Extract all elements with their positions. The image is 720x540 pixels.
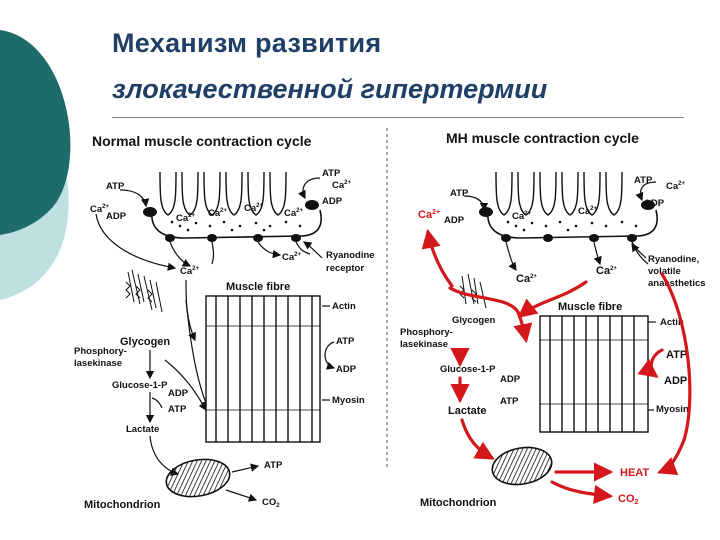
slide-title-line2: злокачественной гипертермии <box>112 74 548 104</box>
left-muscle-fibre: Muscle fibre <box>226 281 290 293</box>
right-adp-fibre: ADP <box>664 375 687 387</box>
left-ca-below-right: Ca2+ <box>282 252 301 263</box>
left-ca-sr1: Ca2+ <box>176 213 195 224</box>
left-co2: CO2 <box>262 497 280 509</box>
left-adp-left: ADP <box>106 211 127 222</box>
left-ca-sr4: Ca2+ <box>284 208 303 219</box>
left-sr-dots <box>170 220 302 232</box>
right-atp-fibre: ATP <box>666 349 687 361</box>
left-ca-left: Ca2+ <box>90 204 109 215</box>
left-atp-top-right: ATP <box>322 168 341 179</box>
left-atp-mito: ATP <box>264 460 283 471</box>
right-glycogen-granules <box>459 273 487 309</box>
right-t-tubules <box>495 171 623 216</box>
right-adp-top-right: ADP <box>644 198 665 209</box>
slide-title-line1: Механизм развития <box>112 28 382 58</box>
left-fibre-bundle <box>205 295 321 443</box>
left-receptor: receptor <box>326 263 364 274</box>
right-myosin: Myosin <box>656 404 689 415</box>
title-divider <box>112 117 684 118</box>
left-ca-sr2: Ca2+ <box>208 208 227 219</box>
right-sr-membrane <box>487 209 658 239</box>
left-actin: Actin <box>332 301 356 312</box>
teal-arc-dark <box>0 30 71 235</box>
right-ca-sr1: Ca2+ <box>512 211 531 222</box>
left-ca-top-right: Ca2+ <box>332 180 351 191</box>
left-glycogen: Glycogen <box>120 336 170 348</box>
left-ryanodine: Ryanodine <box>326 250 375 261</box>
left-ca-sr3: Ca2+ <box>244 203 263 214</box>
right-phosphorylase-1: Phosphory- <box>400 327 453 338</box>
left-myosin: Myosin <box>332 395 365 406</box>
right-lactate: Lactate <box>448 405 487 417</box>
right-ca-release1: Ca2+ <box>516 273 537 285</box>
left-glucose: Glucose-1-P <box>112 380 168 391</box>
left-lactate: Lactate <box>126 424 159 435</box>
right-red-arrows <box>421 228 692 504</box>
left-mitochondrion: Mitochondrion <box>84 499 161 511</box>
right-ryanodine-1: Ryanodine, <box>648 254 699 265</box>
left-t-tubules <box>159 171 287 216</box>
left-pumps <box>143 200 319 242</box>
right-glycogen: Glycogen <box>452 315 495 326</box>
left-mitochondrion-shape <box>165 458 231 498</box>
right-actin: Actin <box>660 317 684 328</box>
right-co2: CO2 <box>618 493 639 506</box>
right-mitochondrion: Mitochondrion <box>420 497 497 509</box>
left-adp-glu: ADP <box>168 388 189 399</box>
slide-decoration <box>0 30 71 300</box>
right-pumps <box>479 200 655 242</box>
right-ca-release2: Ca2+ <box>596 265 617 277</box>
right-sr-dots <box>506 220 638 232</box>
right-ryanodine-3: anaesthetics <box>648 278 706 289</box>
right-phosphorylase-2: lasekinase <box>400 339 448 350</box>
right-panel: MH muscle contraction cycle ATP Ca2+ AD <box>400 130 706 509</box>
right-heat: HEAT <box>620 467 649 479</box>
left-adp-top-right: ADP <box>322 196 343 207</box>
left-panel: Normal muscle contraction cycle <box>74 133 375 511</box>
left-glycogen-granules <box>125 269 163 313</box>
right-ca-left: Ca2+ <box>418 209 440 221</box>
left-arrows <box>95 177 323 410</box>
right-atp-glu: ATP <box>500 396 519 407</box>
left-heading: Normal muscle contraction cycle <box>92 133 312 149</box>
right-fibre-bundle <box>539 315 649 433</box>
left-phosphorylase-1: Phosphory- <box>74 346 127 357</box>
left-atp-top-left: ATP <box>106 181 125 192</box>
right-heading: MH muscle contraction cycle <box>446 130 639 146</box>
right-ca-top-right: Ca2+ <box>666 181 685 192</box>
right-glucose: Glucose-1-P <box>440 364 496 375</box>
right-ca-sr2: Ca2+ <box>578 206 597 217</box>
right-atp-top-left: ATP <box>450 188 469 199</box>
right-adp-glu: ADP <box>500 374 521 385</box>
left-sr-membrane <box>151 209 322 239</box>
right-ryanodine-2: volatile <box>648 266 681 277</box>
right-atp-top-right: ATP <box>634 175 653 186</box>
right-muscle-fibre: Muscle fibre <box>558 301 622 313</box>
left-atp-fibre: ATP <box>336 336 355 347</box>
right-mitochondrion-shape <box>491 446 553 486</box>
left-atp-glu: ATP <box>168 404 187 415</box>
right-adp-left: ADP <box>444 215 465 226</box>
left-ca-release: Ca2+ <box>180 266 199 277</box>
left-adp-fibre: ADP <box>336 364 357 375</box>
left-phosphorylase-2: lasekinase <box>74 358 122 369</box>
